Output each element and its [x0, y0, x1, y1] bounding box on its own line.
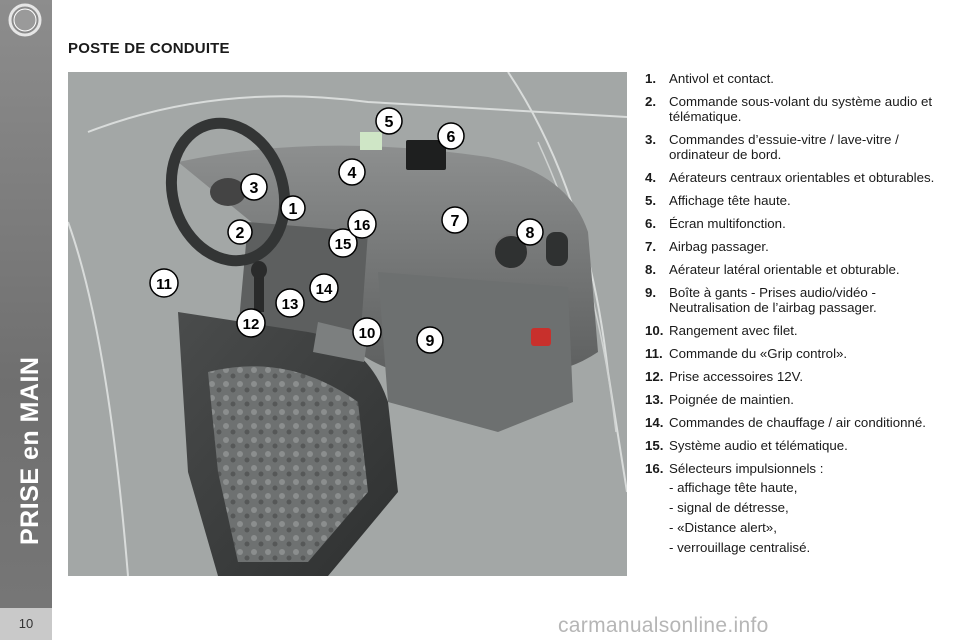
svg-text:11: 11 — [156, 276, 172, 293]
svg-text:8: 8 — [526, 225, 535, 242]
legend-item: 9. Boîte à gants - Prises audio/vidéo - N… — [645, 285, 945, 315]
legend-number: 1. — [645, 71, 657, 86]
callout-10: 10 — [352, 317, 382, 347]
legend-item: 10. Rangement avec filet. — [645, 323, 945, 338]
legend-item: 7. Airbag passager. — [645, 239, 945, 254]
page-title: POSTE DE CONDUITE — [68, 40, 230, 57]
circle-ring-icon — [8, 3, 42, 37]
watermark: carmanualsonline.info — [558, 614, 769, 637]
callout-4: 4 — [338, 158, 366, 186]
legend-item: 6. Écran multifonction. — [645, 216, 945, 231]
legend-item: 5. Affichage tête haute. — [645, 193, 945, 208]
svg-text:9: 9 — [426, 333, 435, 350]
legend-item: 13. Poignée de maintien. — [645, 392, 945, 407]
legend-text: Commande sous-volant du système audio et… — [669, 94, 933, 124]
legend-item: 8. Aérateur latéral orientable et obturab… — [645, 262, 945, 277]
legend-text: Prise accessoires 12V. — [669, 369, 804, 384]
svg-text:6: 6 — [447, 129, 456, 146]
legend-item: 4. Aérateurs centraux orientables et obtu… — [645, 170, 945, 185]
legend-number: 8. — [645, 262, 657, 277]
svg-text:5: 5 — [385, 114, 394, 131]
legend-number: 6. — [645, 216, 657, 231]
callout-9: 9 — [416, 326, 444, 354]
legend-number: 11. — [645, 346, 663, 361]
dashboard-illustration: 1 2 3 4 5 6 7 8 — [68, 72, 627, 576]
legend-item: 3. Commandes d’essuie-vitre / lave-vitre … — [645, 132, 945, 162]
svg-text:12: 12 — [243, 316, 260, 333]
svg-text:13: 13 — [282, 296, 299, 313]
legend-sub-item: - affichage tête haute, — [669, 480, 798, 495]
callout-14: 14 — [309, 273, 339, 303]
legend-text: Sélecteurs impulsionnels : — [669, 461, 824, 476]
svg-text:15: 15 — [335, 236, 352, 253]
legend-sub-item: - signal de détresse, — [669, 500, 789, 515]
airbag-off-icon — [531, 328, 551, 346]
callout-6: 6 — [437, 122, 465, 150]
legend-text: Airbag passager. — [669, 239, 769, 254]
legend-text: Système audio et télématique. — [669, 438, 848, 453]
legend-text: Antivol et contact. — [669, 71, 774, 86]
legend-number: 7. — [645, 239, 657, 254]
legend-item: 16. Sélecteurs impulsionnels : — [645, 461, 945, 476]
legend-text: Poignée de maintien. — [669, 392, 794, 407]
callout-2: 2 — [227, 219, 253, 245]
svg-text:4: 4 — [348, 165, 357, 182]
svg-text:2: 2 — [236, 225, 245, 242]
legend-sub-list: - affichage tête haute, - signal de détr… — [669, 480, 945, 555]
legend-item: 12. Prise accessoires 12V. — [645, 369, 945, 384]
svg-text:14: 14 — [316, 281, 333, 298]
legend-item: 14. Commandes de chauffage / air conditio… — [645, 415, 945, 430]
legend-text: Commandes d’essuie-vitre / lave-vitre / … — [669, 132, 899, 162]
svg-text:10: 10 — [359, 325, 376, 342]
legend-text: Commandes de chauffage / air conditionné… — [669, 415, 926, 430]
page-number: 10 — [0, 608, 52, 640]
legend-text: Boîte à gants - Prises audio/vidéo - Neu… — [669, 285, 877, 315]
legend-item: 2. Commande sous-volant du système audio … — [645, 94, 945, 124]
svg-text:1: 1 — [289, 201, 298, 218]
legend-list: 1. Antivol et contact. 2. Commande sous-vo… — [645, 71, 945, 560]
legend-text: Commande du «Grip control». — [669, 346, 848, 361]
callout-11: 11 — [149, 268, 179, 298]
callout-16: 16 — [347, 209, 377, 239]
legend-number: 15. — [645, 438, 664, 453]
legend-number: 5. — [645, 193, 657, 208]
callout-12: 12 — [236, 308, 266, 338]
legend-number: 14. — [645, 415, 664, 430]
legend-text: Aérateur latéral orientable et obturable… — [669, 262, 900, 277]
legend-number: 16. — [645, 461, 664, 476]
callout-13: 13 — [275, 288, 305, 318]
legend-number: 9. — [645, 285, 657, 300]
legend-text: Affichage tête haute. — [669, 193, 791, 208]
legend-sub-item: - verrouillage centralisé. — [669, 540, 811, 555]
section-label: PRISE en MAIN — [16, 356, 44, 545]
legend-item: 15. Système audio et télématique. — [645, 438, 945, 453]
legend-number: 2. — [645, 94, 657, 109]
legend-item: 11. Commande du «Grip control». — [645, 346, 945, 361]
legend-number: 12. — [645, 369, 664, 384]
callout-8: 8 — [516, 218, 544, 246]
legend-number: 10. — [645, 323, 664, 338]
legend-number: 3. — [645, 132, 657, 147]
legend-number: 13. — [645, 392, 664, 407]
legend-number: 4. — [645, 170, 657, 185]
legend-text: Aérateurs centraux orientables et obtura… — [669, 170, 935, 185]
legend-text: Rangement avec filet. — [669, 323, 798, 338]
legend-sub-item: - «Distance alert», — [669, 520, 777, 535]
callout-1: 1 — [280, 195, 306, 221]
svg-text:7: 7 — [451, 213, 460, 230]
callout-7: 7 — [441, 206, 469, 234]
callout-3: 3 — [240, 173, 268, 201]
legend-text: Écran multifonction. — [669, 216, 786, 231]
svg-text:16: 16 — [354, 217, 371, 234]
legend-item: 1. Antivol et contact. — [645, 71, 945, 86]
callout-15: 15 — [328, 228, 358, 258]
svg-text:3: 3 — [250, 180, 259, 197]
callout-5: 5 — [375, 107, 403, 135]
sidebar: PRISE en MAIN — [0, 0, 52, 640]
